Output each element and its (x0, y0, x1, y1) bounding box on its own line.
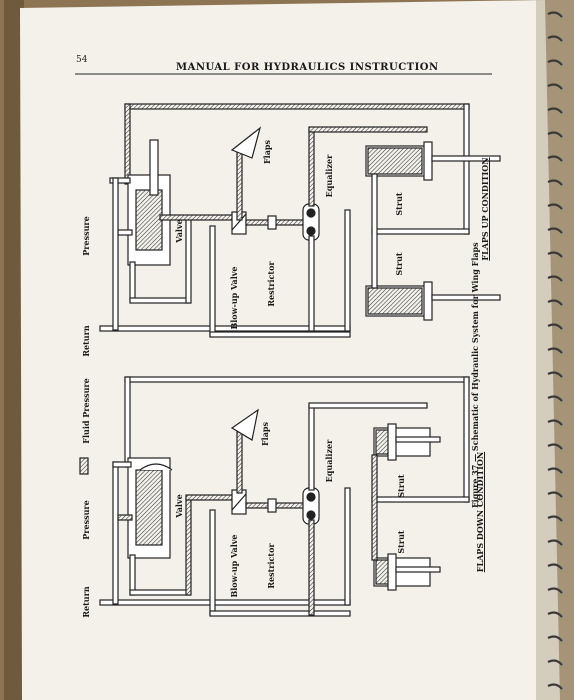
pipe (308, 402, 428, 409)
label-strut-top: Strut (396, 474, 406, 498)
pipe (308, 129, 315, 207)
pipe (112, 461, 132, 468)
pipe (185, 494, 237, 501)
label-restrictor: Restrictor (266, 543, 276, 589)
pipe (129, 589, 191, 596)
pipe (129, 261, 136, 303)
label-strut-bottom: Strut (396, 530, 406, 554)
pipe (344, 487, 351, 606)
pipe (463, 103, 470, 235)
restrictor (267, 215, 277, 230)
restrictor (267, 498, 277, 513)
pipe (112, 177, 119, 331)
pipe (117, 229, 133, 236)
pipe (129, 554, 136, 596)
pipe (308, 126, 428, 133)
label-flaps: Flaps (262, 140, 272, 164)
spiral-binding (547, 11, 563, 690)
pipe (209, 331, 351, 338)
book-cover-edge (4, 0, 24, 700)
running-header: MANUAL FOR HYDRAULICS INSTRUCTION (176, 62, 439, 73)
pipe (159, 214, 236, 221)
pipe (236, 147, 243, 221)
label-equalizer: Equalizer (324, 154, 334, 198)
pipe (124, 376, 131, 468)
legend-fluid-pressure: Fluid Pressure (81, 378, 91, 444)
pipe (124, 103, 131, 185)
pipe (209, 610, 351, 617)
strut-rod-top (431, 155, 501, 162)
pipe (371, 228, 470, 235)
pipe (209, 509, 216, 616)
label-pressure: Pressure (81, 500, 91, 540)
pipe (117, 514, 133, 521)
label-strut-bottom: Strut (394, 252, 404, 276)
diagram-title-flaps-down: FLAPS DOWN CONDITION (475, 451, 485, 573)
pipe (371, 454, 378, 561)
pipe (344, 209, 351, 332)
valve-spool (135, 469, 163, 546)
label-valve: Valve (174, 494, 184, 518)
pipe (124, 376, 470, 383)
label-blowup-valve: Blow-up Valve (229, 266, 239, 330)
diagram-flaps-down (79, 376, 470, 617)
pipe (109, 177, 131, 184)
valve-stem (139, 463, 173, 471)
pipe (209, 225, 216, 337)
strut-rod-top (395, 436, 441, 443)
strut-rod-bottom (395, 566, 441, 573)
pipe (236, 424, 243, 494)
pipe (308, 404, 315, 491)
legend-swatch (79, 457, 89, 475)
flap-surface (230, 126, 262, 159)
label-flaps: Flaps (260, 422, 270, 446)
label-valve: Valve (174, 219, 184, 243)
strut-rod-bottom (431, 294, 501, 301)
diagram-title-flaps-up: FLAPS UP CONDITION (480, 157, 490, 261)
pipe (185, 217, 192, 304)
pipe (185, 497, 192, 596)
pipe (371, 173, 378, 289)
label-pressure: Pressure (81, 216, 91, 256)
label-strut-top: Strut (394, 192, 404, 216)
diagram-flaps-up (99, 103, 501, 338)
pipe (308, 519, 315, 616)
pipe (308, 235, 315, 332)
pipe (129, 297, 191, 304)
pipe (112, 461, 119, 605)
binding-strip (536, 0, 574, 700)
pipe (463, 376, 470, 503)
valve-stem (149, 139, 159, 196)
label-return: Return (81, 325, 91, 357)
valve-spool (135, 189, 163, 251)
label-return: Return (81, 586, 91, 618)
pipe (124, 103, 470, 110)
label-equalizer: Equalizer (324, 439, 334, 483)
label-blowup-valve: Blow-up Valve (229, 534, 239, 598)
page-number: 54 (76, 55, 88, 65)
flap-surface (230, 408, 259, 441)
label-restrictor: Restrictor (266, 261, 276, 307)
pipe (371, 496, 470, 503)
